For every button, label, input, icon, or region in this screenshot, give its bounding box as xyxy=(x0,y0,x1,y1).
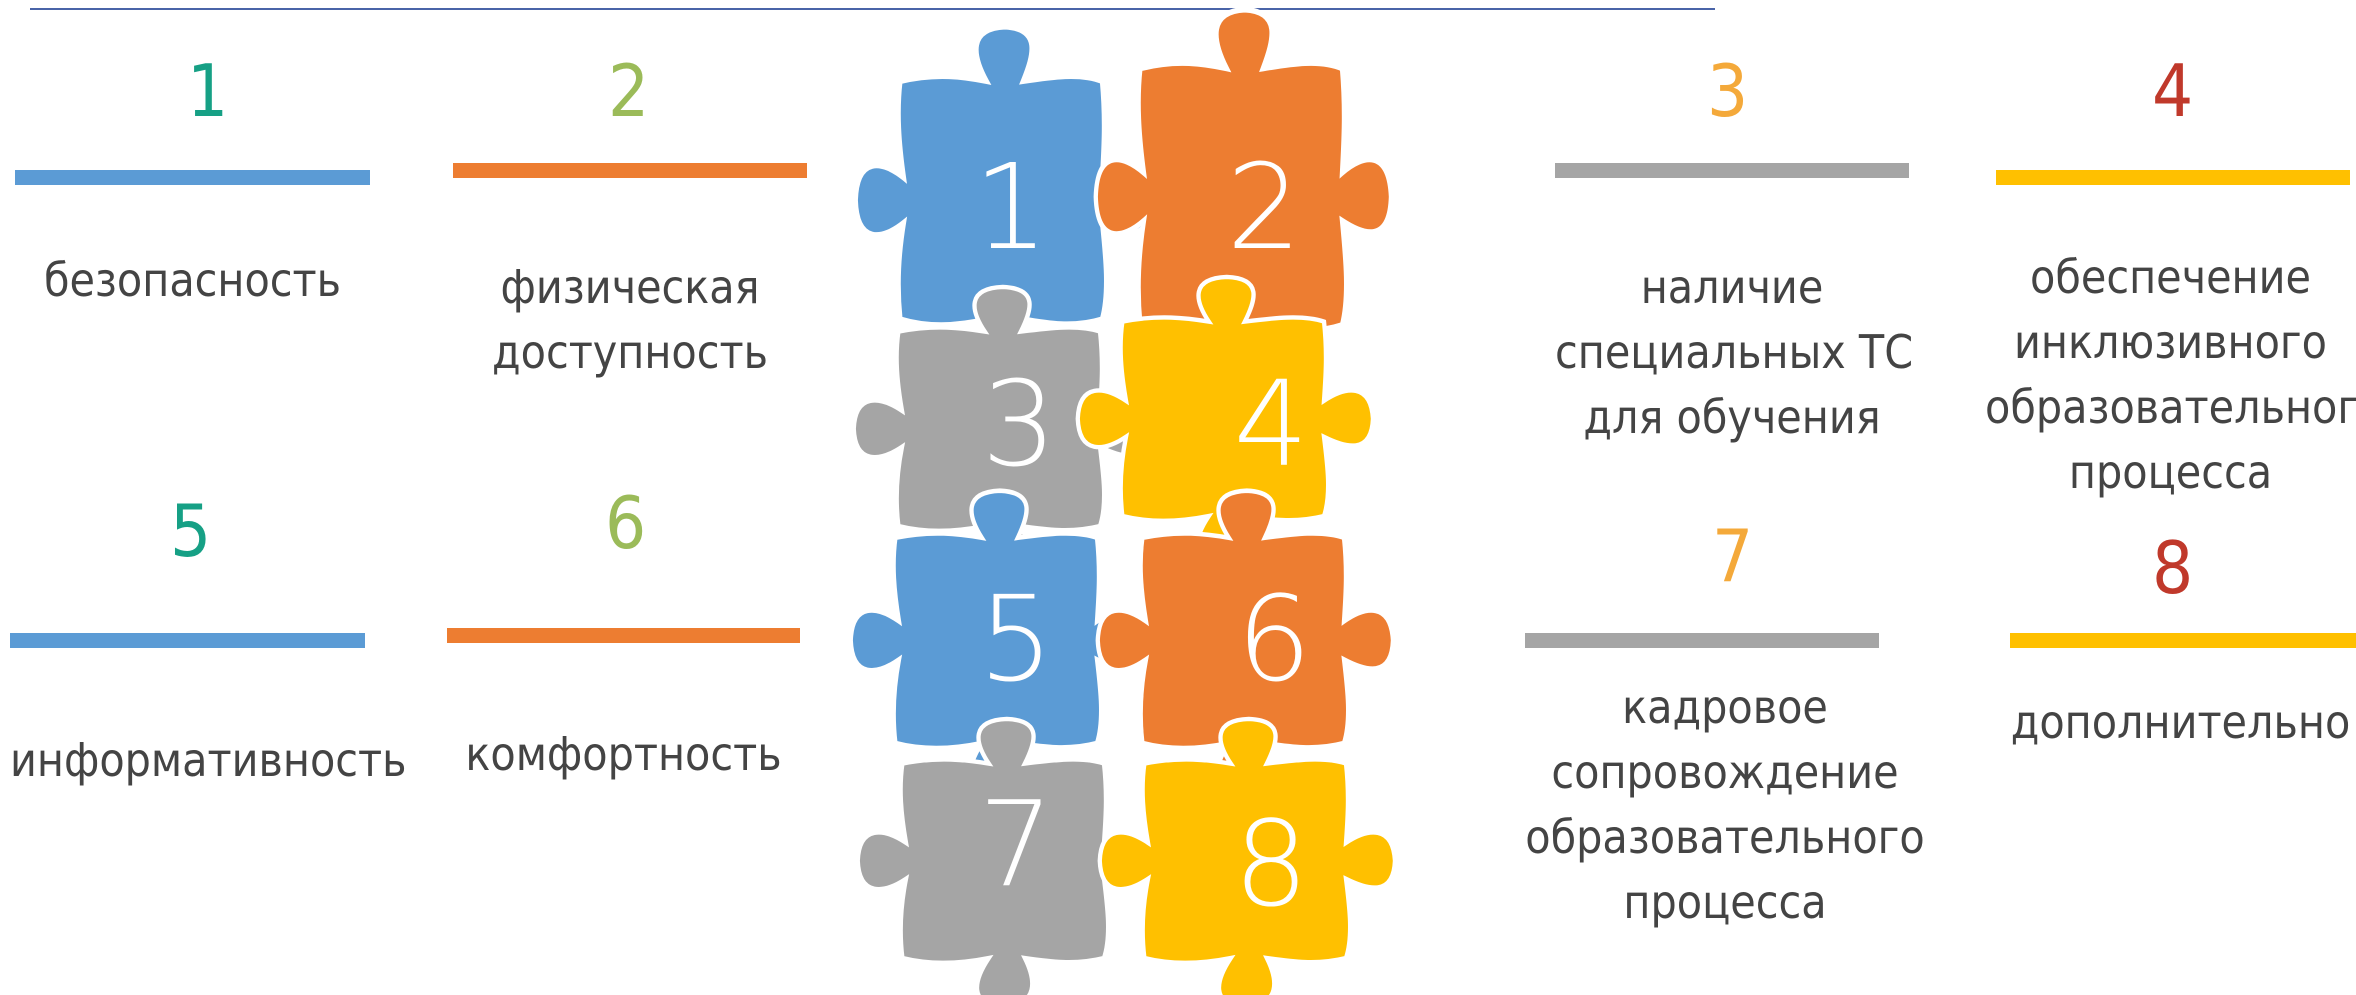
item-label-2-line-2: доступность xyxy=(492,325,768,379)
item-label-3-line-2: специальных ТС xyxy=(1555,325,1914,379)
item-bar-8 xyxy=(2010,633,2356,648)
item-label-2-line-1: физическая xyxy=(500,260,760,314)
puzzle-number-8: 8 xyxy=(1233,795,1308,933)
item-label-4-line-3: образовательного xyxy=(1985,380,2356,434)
puzzle-number-6: 6 xyxy=(1236,570,1311,708)
item-label-3-line-3: для обучения xyxy=(1583,390,1881,444)
item-label-7-line-2: сопровождение xyxy=(1551,745,1899,799)
item-label-7-line-1: кадровое xyxy=(1622,680,1828,734)
item-bar-5 xyxy=(10,633,365,648)
puzzle-number-4: 4 xyxy=(1233,355,1308,493)
item-bar-3 xyxy=(1555,163,1909,178)
item-number-6: 6 xyxy=(605,481,647,565)
item-label-8-line-1: дополнительно xyxy=(2010,695,2351,749)
item-label-4-line-1: обеспечение xyxy=(2030,250,2311,304)
item-label-3-line-1: наличие xyxy=(1640,260,1824,314)
item-label-6: комфортность xyxy=(447,722,800,787)
item-bar-4 xyxy=(1996,170,2350,185)
item-label-3: наличие специальных ТС для обучения xyxy=(1555,255,1914,450)
item-number-2: 2 xyxy=(608,49,650,133)
item-label-4: обеспечение инклюзивного образовательног… xyxy=(1985,245,2356,505)
puzzle-number-5: 5 xyxy=(978,570,1053,708)
item-number-1: 1 xyxy=(187,49,229,133)
item-bar-6 xyxy=(447,628,800,643)
item-number-5: 5 xyxy=(170,489,212,573)
item-label-6-line-1: комфортность xyxy=(465,727,782,781)
item-label-2: физическая доступность xyxy=(453,255,807,385)
item-label-1-line-1: безопасность xyxy=(43,253,342,307)
item-bar-2 xyxy=(453,163,807,178)
item-label-5-line-1: информативность xyxy=(10,733,407,787)
item-bar-7 xyxy=(1525,633,1879,648)
item-label-7-line-3: образовательного xyxy=(1525,810,1925,864)
item-label-8: дополнительно xyxy=(2005,690,2356,755)
item-label-4-line-2: инклюзивного xyxy=(2014,315,2327,369)
puzzle-number-7: 7 xyxy=(978,775,1053,913)
item-label-5: информативность xyxy=(10,728,407,793)
puzzle-number-2: 2 xyxy=(1226,138,1301,276)
item-label-4-line-4: процесса xyxy=(2068,445,2273,499)
item-number-3: 3 xyxy=(1707,49,1749,133)
item-label-7-line-4: процесса xyxy=(1623,875,1827,929)
item-bar-1 xyxy=(15,170,370,185)
puzzle-number-3: 3 xyxy=(981,355,1056,493)
item-number-4: 4 xyxy=(2152,49,2194,133)
item-number-7: 7 xyxy=(1712,514,1754,598)
item-label-7: кадровое сопровождение образовательного … xyxy=(1525,675,1925,935)
puzzle-number-1: 1 xyxy=(973,138,1048,276)
item-label-1: безопасность xyxy=(15,248,370,313)
item-number-8: 8 xyxy=(2152,526,2194,610)
puzzle-graphic: 1 2 3 4 5 6 7 8 xyxy=(826,0,1456,995)
top-rule xyxy=(30,8,1715,10)
puzzle-svg: 1 2 3 4 5 6 7 8 xyxy=(826,0,1456,995)
